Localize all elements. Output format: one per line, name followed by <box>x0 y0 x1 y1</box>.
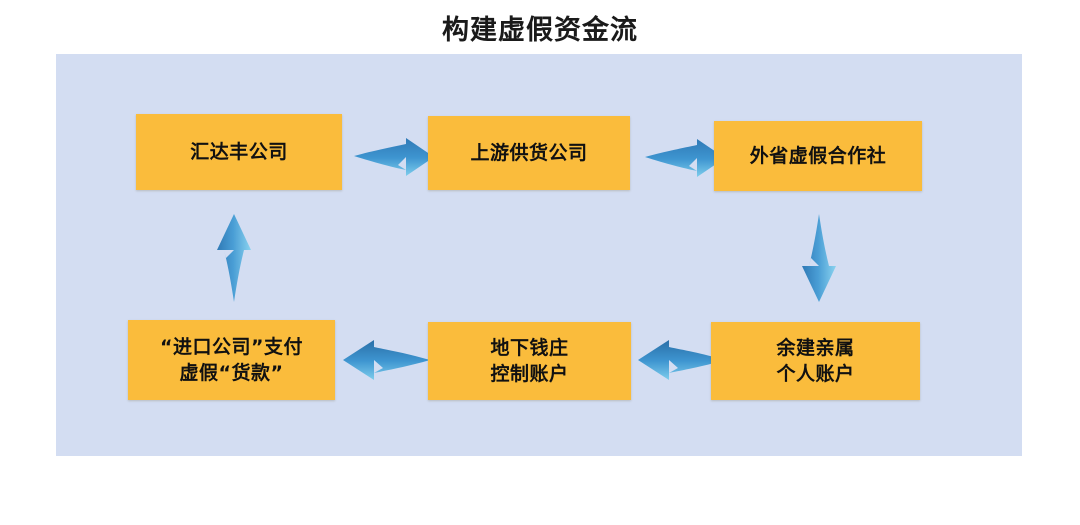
node-underground-bank-account[interactable]: 地下钱庄 控制账户 <box>428 322 631 400</box>
node-upstream-supplier[interactable]: 上游供货公司 <box>428 116 630 190</box>
node-label-line-2: 控制账户 <box>490 363 569 385</box>
node-label-line-1: 余建亲属 <box>776 336 855 359</box>
node-fake-cooperative[interactable]: 外省虚假合作社 <box>714 121 922 191</box>
node-label-line-1: 地下钱庄 <box>490 336 569 359</box>
node-label-line-1: “进口公司”支付 <box>160 335 303 358</box>
diagram-panel: 汇达丰公司 上游供货公司 外省虚假合作社 “进口公司”支付 虚假“货款” 地下钱… <box>56 54 1022 456</box>
arrow-left-icon <box>343 340 430 380</box>
page-title: 构建虚假资金流 <box>442 15 638 46</box>
node-label: 汇达丰公司 <box>190 140 288 163</box>
node-relative-personal-account[interactable]: 余建亲属 个人账户 <box>711 322 920 400</box>
node-huidafeng[interactable]: 汇达丰公司 <box>136 114 342 190</box>
arrow-up-icon <box>217 214 251 302</box>
node-label-line-2: 个人账户 <box>776 363 855 385</box>
node-label: 上游供货公司 <box>470 141 588 164</box>
node-label: 外省虚假合作社 <box>749 144 887 167</box>
node-import-company-payment[interactable]: “进口公司”支付 虚假“货款” <box>128 320 335 400</box>
arrow-right-icon <box>645 139 725 177</box>
arrow-left-icon <box>638 340 725 380</box>
arrow-down-icon <box>802 214 836 302</box>
node-label-line-2: 虚假“货款” <box>179 362 284 384</box>
arrow-right-icon <box>354 138 434 176</box>
